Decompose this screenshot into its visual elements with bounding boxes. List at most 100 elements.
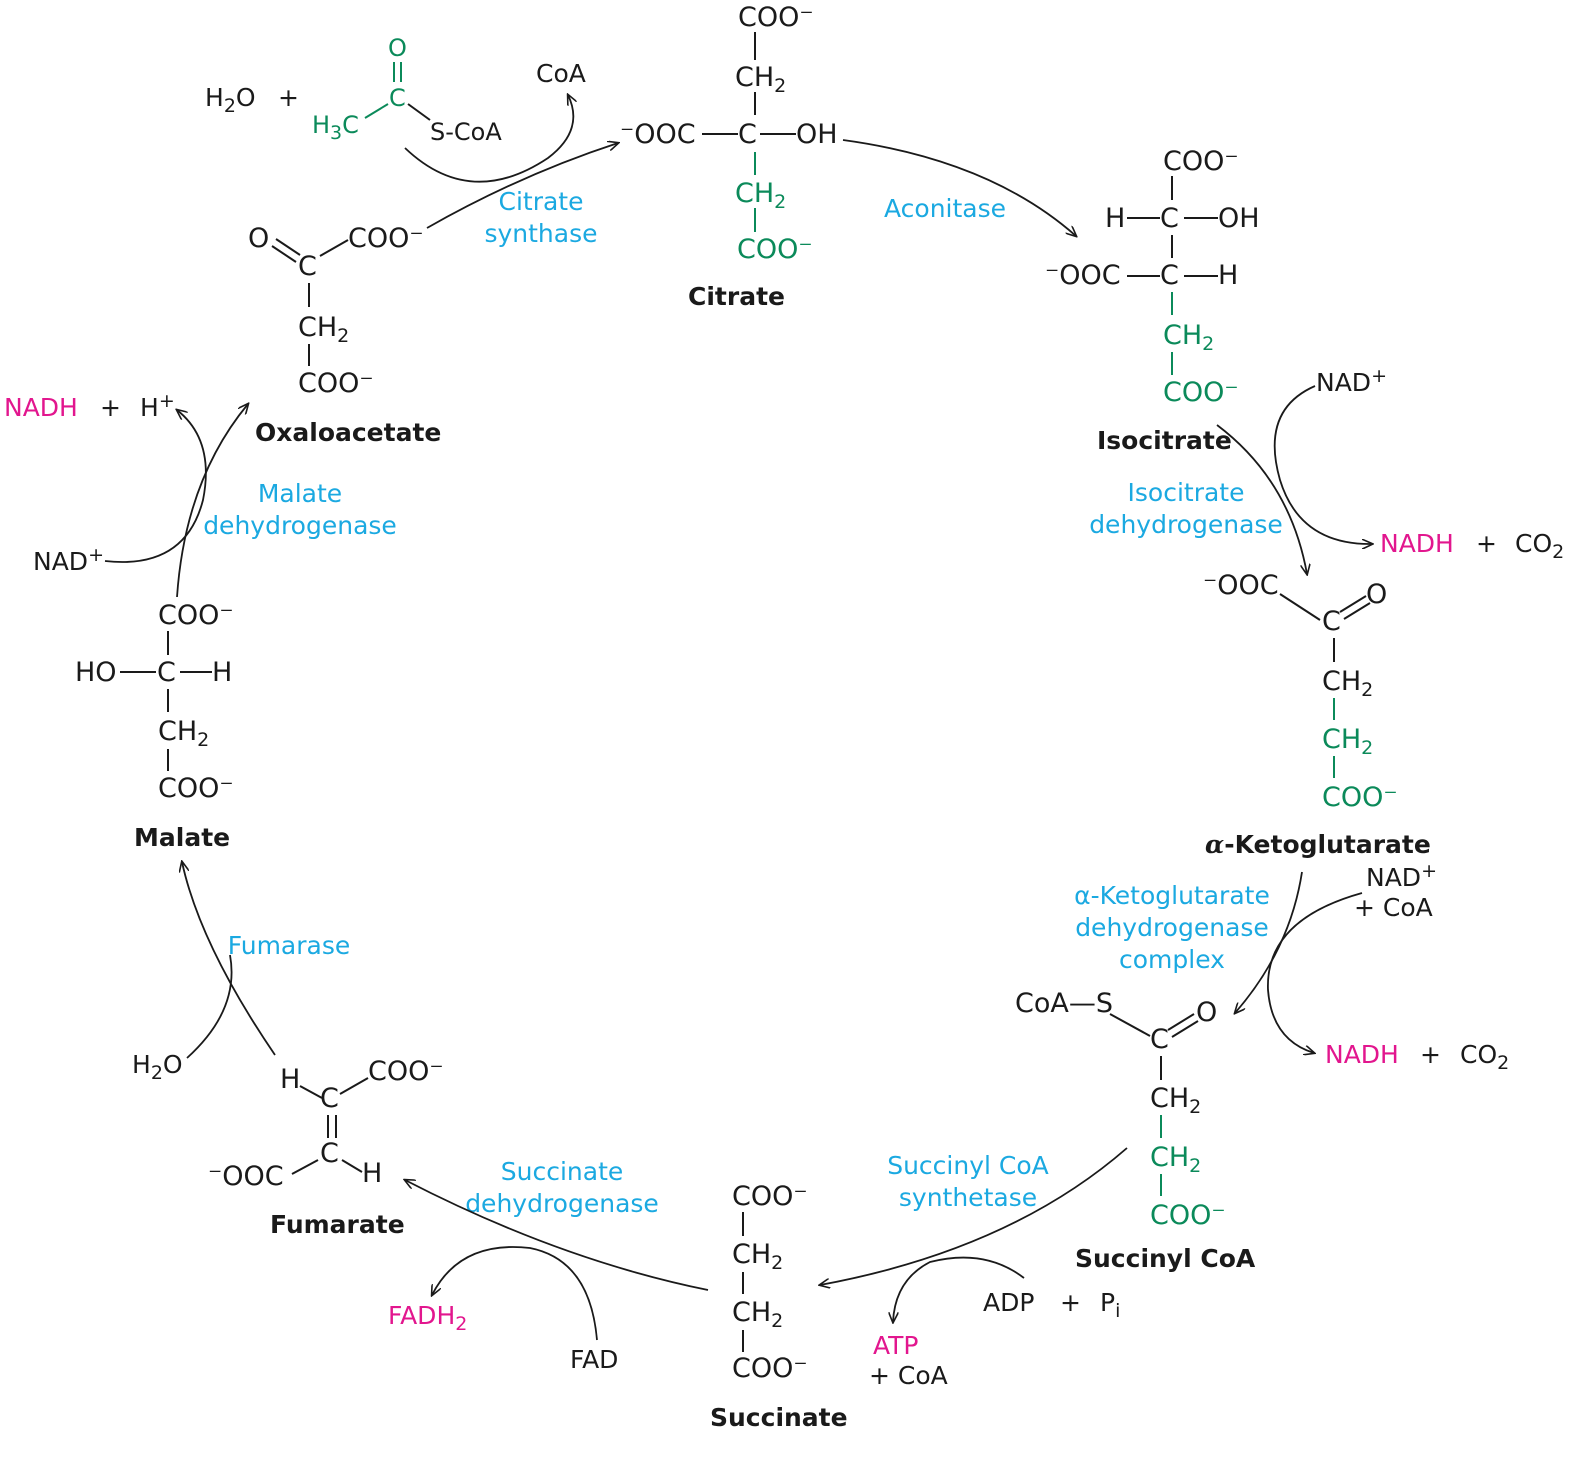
- fumarate-h1: H: [280, 1064, 300, 1095]
- bond: [275, 238, 301, 256]
- oxaloacetate-keto-carbon: C: [298, 251, 317, 282]
- enzyme-succinyl-coa-synthetase-line2: synthetase: [899, 1183, 1037, 1212]
- succinyl-carbonyl-carbon: C: [1150, 1024, 1169, 1055]
- plus-sign: +: [1476, 529, 1497, 558]
- isocitrate-bottom-carboxylate: COO⁻: [1163, 377, 1239, 408]
- fadh2-output: FADH2: [388, 1301, 467, 1335]
- plus-sign: +: [278, 83, 299, 112]
- isocitrate-structure: COO⁻ H C OH ⁻OOC C H CH2 COO⁻ Isocitrate: [1045, 146, 1260, 455]
- fumarate-structure: H C COO⁻ C ⁻OOC H Fumarate: [208, 1056, 444, 1239]
- oxaloacetate-bottom-carboxylate: COO⁻: [298, 368, 374, 399]
- bond: [1339, 595, 1367, 613]
- malate-top-carboxylate: COO⁻: [158, 600, 234, 631]
- fumarate-carboxylate-2: ⁻OOC: [208, 1161, 284, 1192]
- enzyme-succinyl-coa-synthetase-line1: Succinyl CoA: [887, 1151, 1049, 1180]
- arrow-succinyl-coa-to-succinate: [820, 1147, 1128, 1285]
- enzyme-fumarase: Fumarase: [228, 931, 351, 960]
- fumarate-c1: C: [320, 1083, 339, 1114]
- alpha-ketoglutarate-label: α-Ketoglutarate: [1205, 830, 1431, 859]
- oxaloacetate-structure: O C COO⁻ CH2 COO⁻ Oxaloacetate: [248, 223, 441, 447]
- fumarate-carboxylate-1: COO⁻: [368, 1056, 444, 1087]
- nadh-output-isocitrate: NADH: [1380, 529, 1454, 558]
- arrow-malate-to-oxaloacetate: [176, 404, 248, 598]
- isocitrate-left-carboxylate: ⁻OOC: [1045, 260, 1121, 291]
- h-plus-output: H+: [140, 390, 175, 422]
- malate-structure: COO⁻ HO C H CH2 COO⁻ Malate: [75, 600, 234, 852]
- water-input: H2O: [205, 83, 256, 117]
- isocitrate-c2: C: [1160, 203, 1179, 234]
- arrow-fad-to-fadh2: [432, 1246, 598, 1341]
- succinyl-carbonyl-oxygen: O: [1196, 997, 1217, 1028]
- arrow-nad-to-nadh-isocitrate: [1273, 385, 1372, 544]
- isocitrate-hydroxyl: OH: [1218, 203, 1260, 234]
- bond: [319, 239, 349, 257]
- akg-terminal-carboxylate: COO⁻: [1322, 782, 1398, 813]
- enzyme-isocitrate-dh-line2: dehydrogenase: [1089, 510, 1283, 539]
- bond: [299, 1085, 323, 1099]
- atp-output: ATP: [873, 1331, 919, 1360]
- co2-output-isocitrate: CO2: [1515, 529, 1564, 563]
- arrow-isocitrate-to-akg: [1216, 424, 1307, 574]
- enzyme-isocitrate-dh-line1: Isocitrate: [1128, 478, 1245, 507]
- malate-ch2: CH2: [158, 716, 209, 751]
- isocitrate-top-carboxylate: COO⁻: [1163, 146, 1239, 177]
- enzyme-akg-dh-line3: complex: [1119, 945, 1225, 974]
- succinyl-coa-structure: CoA—S C O CH2 CH2 COO⁻ Succinyl CoA: [1015, 988, 1256, 1273]
- arrow-citrate-to-isocitrate: [842, 139, 1076, 236]
- bond: [339, 1077, 369, 1095]
- fumarate-h2: H: [362, 1158, 382, 1189]
- coa-input-akg: + CoA: [1354, 893, 1433, 922]
- nadh-output-malate: NADH: [4, 393, 78, 422]
- acetyl-methyl: H3C: [312, 111, 359, 144]
- enzyme-labels: Citrate synthase Aconitase Isocitrate de…: [203, 187, 1283, 1218]
- citrate-bottom-carboxylate: COO⁻: [737, 234, 813, 265]
- isocitrate-c3: C: [1160, 260, 1179, 291]
- oxaloacetate-carboxylate: COO⁻: [348, 223, 424, 254]
- enzyme-citrate-synthase-line1: Citrate: [499, 187, 584, 216]
- citrate-label: Citrate: [688, 282, 785, 311]
- citrate-top-carboxylate: COO⁻: [738, 2, 814, 33]
- enzyme-succinate-dh-line1: Succinate: [501, 1157, 624, 1186]
- citrate-ch2-top: CH2: [735, 62, 786, 97]
- enzyme-aconitase: Aconitase: [884, 194, 1006, 223]
- succinate-structure: COO⁻ CH2 CH2 COO⁻ Succinate: [710, 1181, 848, 1432]
- succinate-ch2-2: CH2: [732, 1297, 783, 1332]
- fumarate-label: Fumarate: [270, 1210, 405, 1239]
- fumarate-c2: C: [320, 1138, 339, 1169]
- adp-input: ADP: [983, 1288, 1034, 1317]
- akg-keto-oxygen: O: [1366, 579, 1387, 610]
- akg-keto-carbon: C: [1322, 606, 1341, 637]
- reaction-arrows: [104, 95, 1372, 1341]
- nadh-output-akg: NADH: [1325, 1040, 1399, 1069]
- acetyl-coa-input: H2O + O C H3C S-CoA CoA: [205, 34, 586, 146]
- acetyl-oxygen: O: [388, 34, 407, 62]
- co2-output-akg: CO2: [1460, 1040, 1509, 1074]
- arrow-nad-to-nadh-malate: [104, 410, 207, 563]
- akg-carboxylate: ⁻OOC: [1203, 570, 1279, 601]
- succinyl-coa-label: Succinyl CoA: [1075, 1244, 1256, 1273]
- oxaloacetate-label: Oxaloacetate: [255, 418, 441, 447]
- arrow-oxaloacetate-to-citrate: [426, 143, 618, 229]
- bond: [341, 1159, 363, 1173]
- isocitrate-h1: H: [1105, 203, 1125, 234]
- water-input-fumarase: H2O: [132, 1050, 183, 1084]
- arrow-water-in-fumarase: [186, 954, 233, 1059]
- nad-input-malate: NAD+: [33, 544, 104, 576]
- arrow-acetyl-coa-in-coa-out: [404, 95, 573, 183]
- akg-ch2-2: CH2: [1322, 724, 1373, 759]
- bond: [1279, 593, 1321, 621]
- pi-input: Pi: [1100, 1288, 1120, 1322]
- acetyl-thioester-coa: S-CoA: [430, 118, 502, 146]
- succinate-bottom-carboxylate: COO⁻: [732, 1353, 808, 1384]
- succinyl-coa-thioester: CoA—S: [1015, 988, 1113, 1019]
- bond: [271, 245, 297, 263]
- malate-carbon: C: [157, 657, 176, 688]
- coa-released: CoA: [536, 59, 586, 88]
- fad-input: FAD: [570, 1345, 618, 1374]
- succinyl-ch2-2: CH2: [1150, 1142, 1201, 1177]
- isocitrate-ch2: CH2: [1163, 320, 1214, 355]
- enzyme-citrate-synthase-line2: synthase: [484, 219, 597, 248]
- arrow-adp-to-atp: [893, 1256, 1025, 1322]
- nad-input-isocitrate: NAD+: [1316, 365, 1387, 397]
